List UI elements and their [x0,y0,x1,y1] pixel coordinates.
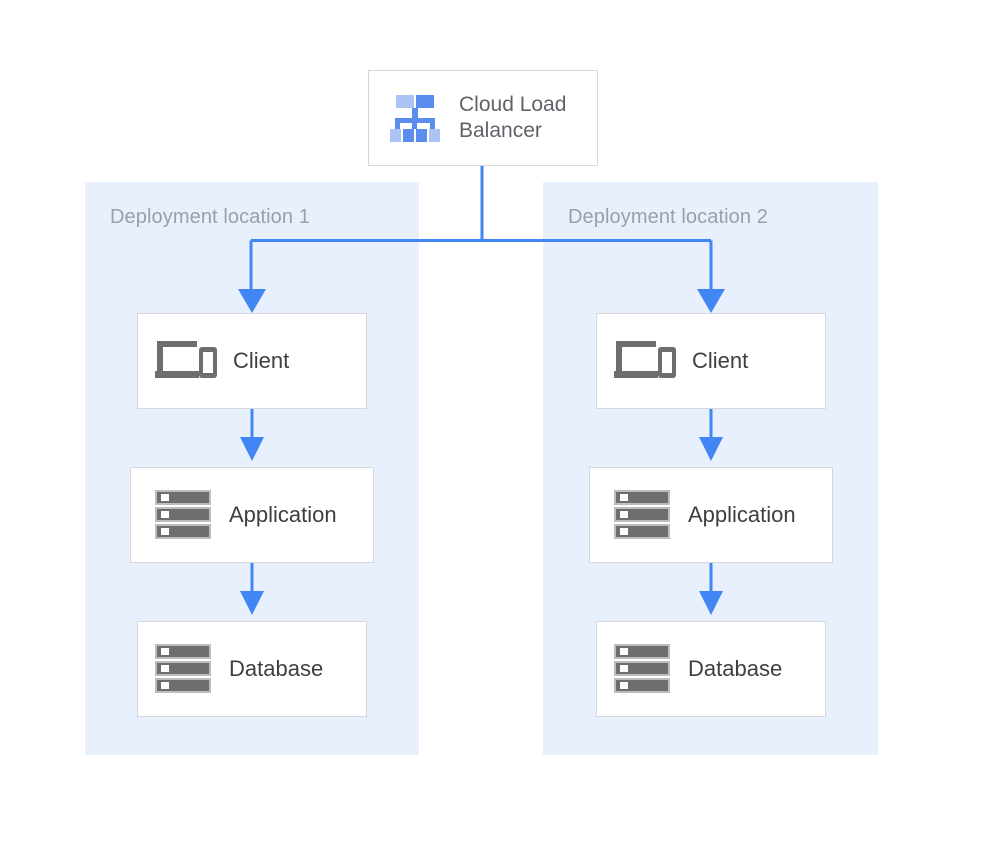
node-client-location-1[interactable]: Client [137,313,367,409]
node-database-location-2[interactable]: Database [596,621,826,717]
node-label-application-1: Application [229,502,337,527]
node-label-database-2: Database [688,656,783,681]
server-stack-icon [155,488,211,542]
client-devices-icon [155,335,217,387]
server-stack-icon [614,642,670,696]
deployment-location-2-label: Deployment location 2 [568,206,768,228]
node-label-client-2: Client [692,348,749,373]
cloud-load-balancer-icon [387,90,443,146]
node-cloud-load-balancer[interactable]: Cloud Load Balancer [368,70,598,166]
lb-label-line-2: Balancer [459,119,542,142]
node-label-database-1: Database [229,656,324,681]
client-devices-icon [614,335,676,387]
node-application-location-2[interactable]: Application [589,467,833,563]
server-stack-icon [614,488,670,542]
deployment-location-1-label: Deployment location 1 [110,206,310,228]
server-stack-icon [155,642,211,696]
node-label-cloud-load-balancer: Cloud Load Balancer [459,92,566,144]
node-label-application-2: Application [688,502,796,527]
lb-label-line-1: Cloud Load [459,93,567,116]
node-label-client-1: Client [233,348,290,373]
node-application-location-1[interactable]: Application [130,467,374,563]
node-client-location-2[interactable]: Client [596,313,826,409]
node-database-location-1[interactable]: Database [137,621,367,717]
